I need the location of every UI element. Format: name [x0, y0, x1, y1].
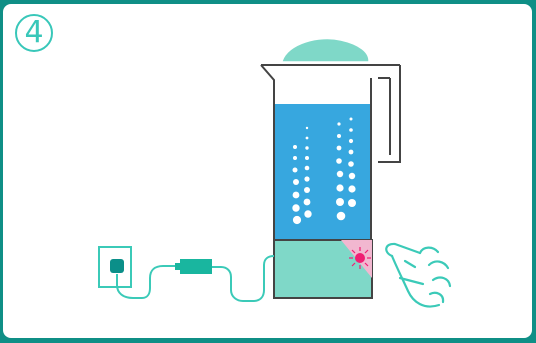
instruction-card: 4 — [3, 4, 532, 338]
power-button-icon[interactable] — [349, 247, 371, 269]
pointing-hand-icon — [386, 244, 450, 307]
instruction-illustration — [3, 4, 532, 338]
wall-outlet-icon — [99, 247, 180, 298]
water-pitcher-icon — [261, 39, 400, 298]
power-adapter-icon — [175, 256, 274, 301]
